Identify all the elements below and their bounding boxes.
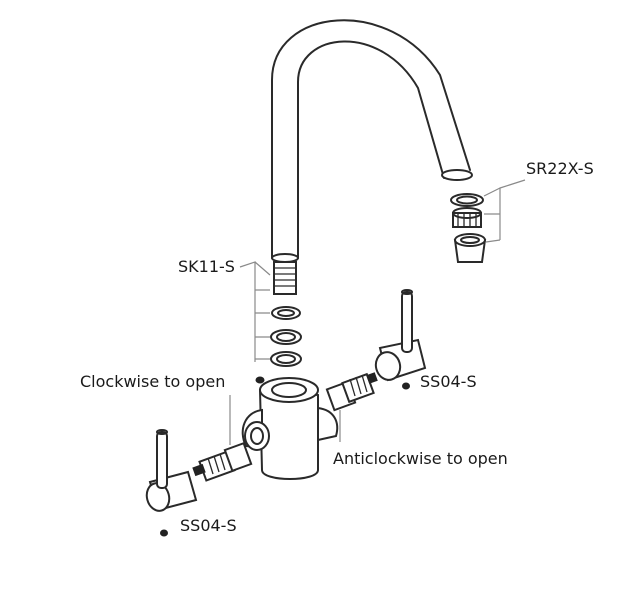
label-anticlockwise: Anticlockwise to open	[333, 449, 508, 468]
spout-thread	[273, 261, 297, 295]
set-screw-right	[402, 382, 410, 390]
spout-outlet	[441, 169, 473, 181]
sr22x-leader	[483, 179, 526, 243]
sr22x-aerator	[450, 193, 487, 263]
sk11-washers	[270, 306, 302, 367]
left-cartridge	[192, 441, 253, 482]
sk11-leader	[239, 261, 271, 362]
label-ss04-right: SS04-S	[420, 372, 477, 391]
label-clockwise: Clockwise to open	[80, 372, 226, 391]
label-sk11: SK11-S	[178, 257, 235, 276]
spout	[271, 19, 473, 263]
set-screw-left	[160, 529, 168, 537]
left-handle	[145, 429, 198, 512]
label-ss04-left: SS04-S	[180, 516, 237, 535]
set-screw-top	[255, 376, 265, 384]
label-sr22x: SR22X-S	[526, 159, 594, 178]
right-handle	[374, 289, 427, 382]
faucet-body	[241, 377, 339, 480]
right-cartridge	[325, 372, 378, 412]
